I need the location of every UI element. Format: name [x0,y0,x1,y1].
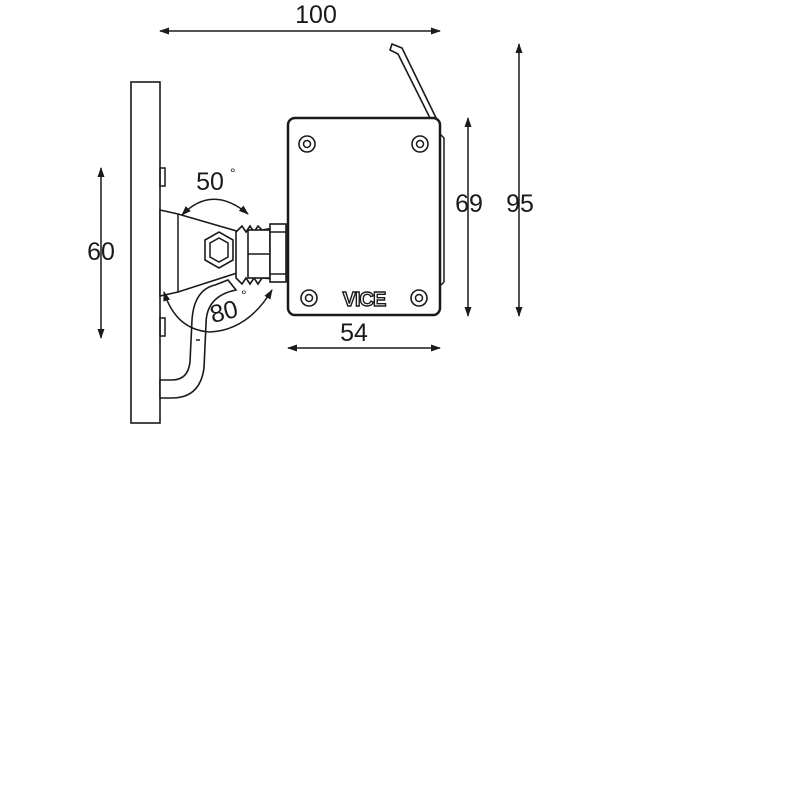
angle-label-lower: 80 [207,295,241,329]
screw-bottom-left [300,289,318,307]
brand-logo: VICE [343,289,386,311]
screw-top-left [298,135,316,153]
dim-label-speaker-width: 54 [340,319,368,347]
angle-arc-lower [163,289,273,333]
dim-label-speaker-height: 69 [455,190,483,218]
angle-arc-upper [181,198,249,216]
angle-label-upper: 50 [196,168,224,196]
dim-label-overall-height: 95 [506,190,534,218]
speaker-body: VICE [286,42,445,317]
mount-bracket [159,209,241,297]
screw-bottom-right [410,289,428,307]
wall-plate [130,81,166,424]
support-arm [159,279,238,399]
screw-top-right [411,135,429,153]
dim-label-overall-width: 100 [295,1,337,29]
angle-label-lower-degree: ° [241,287,247,303]
hex-nut [204,231,234,269]
tilt-joint [235,223,287,286]
dim-label-wall-plate-height: 60 [87,238,115,266]
angle-label-upper-degree: ° [230,165,236,181]
